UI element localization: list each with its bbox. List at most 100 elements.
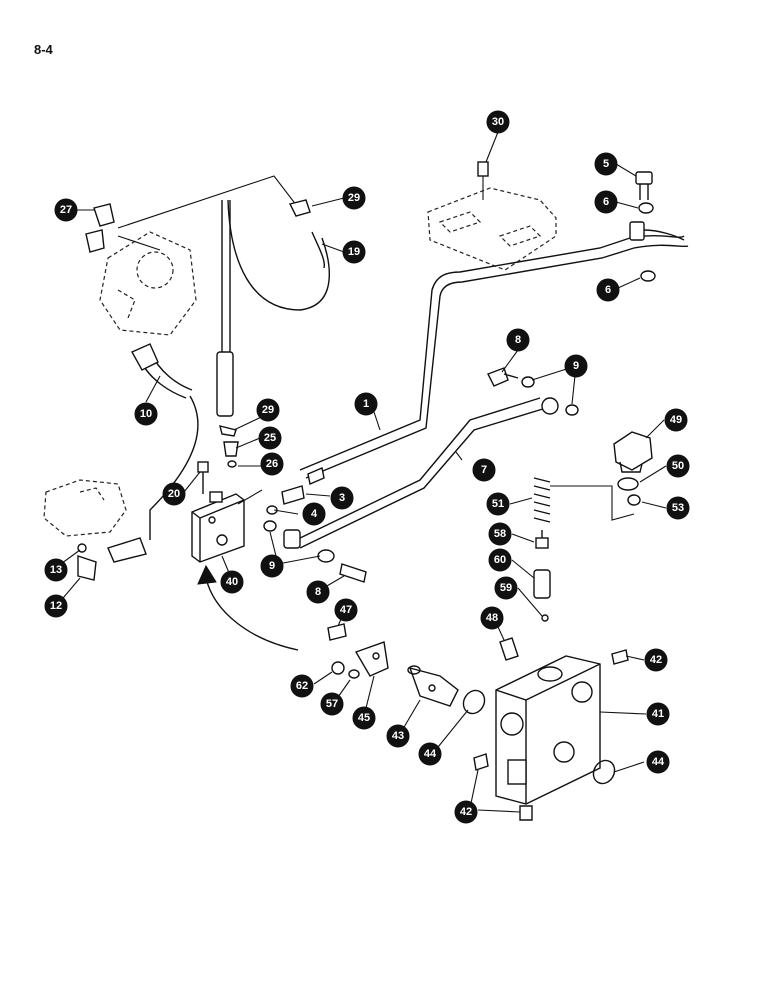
svg-text:53: 53 [672, 502, 684, 514]
callout-19: 19 [342, 240, 366, 264]
hose-19-29 [216, 199, 330, 417]
elbow-27 [85, 203, 115, 253]
svg-text:8: 8 [515, 334, 521, 346]
callout-6-top: 6 [594, 190, 618, 214]
svg-text:50: 50 [672, 460, 684, 472]
plate-45 [354, 641, 389, 677]
svg-text:44: 44 [424, 748, 437, 760]
svg-text:51: 51 [492, 498, 504, 510]
callout-20: 20 [162, 482, 186, 506]
plug-60 [533, 569, 551, 599]
fitting-3 [281, 485, 305, 505]
fitting-12-13 [77, 537, 147, 581]
callout-5: 5 [594, 152, 618, 176]
svg-text:57: 57 [326, 698, 338, 710]
pump-housing-bottom-dashed [43, 479, 127, 537]
callout-13: 13 [44, 558, 68, 582]
callout-43: 43 [386, 724, 410, 748]
callout-42-top: 42 [644, 648, 668, 672]
washer-9-upper [521, 376, 579, 416]
fitting-25-26-29 [219, 425, 239, 468]
callout-44-left: 44 [418, 742, 442, 766]
svg-text:59: 59 [500, 582, 512, 594]
svg-text:30: 30 [492, 116, 504, 128]
callout-25: 25 [258, 426, 282, 450]
svg-text:12: 12 [50, 600, 62, 612]
washer-9-lower [317, 549, 335, 563]
svg-text:19: 19 [348, 246, 360, 258]
plugs-42 [473, 649, 629, 821]
callout-29-mid: 29 [256, 398, 280, 422]
svg-text:7: 7 [481, 464, 487, 476]
svg-text:10: 10 [140, 408, 152, 420]
callout-47: 47 [334, 598, 358, 622]
cap-49 [613, 431, 653, 473]
callout-29-top: 29 [342, 186, 366, 210]
callout-4: 4 [302, 502, 326, 526]
svg-text:13: 13 [50, 564, 62, 576]
screw-58 [535, 530, 549, 549]
svg-text:42: 42 [460, 806, 472, 818]
housing-top-dashed [427, 187, 557, 271]
nut-62 [331, 661, 345, 675]
svg-text:6: 6 [603, 196, 609, 208]
oring-50 [617, 477, 639, 491]
svg-text:29: 29 [348, 192, 360, 204]
clamp-29-top [288, 199, 311, 217]
bolt-20 [197, 461, 209, 494]
svg-text:1: 1 [363, 398, 369, 410]
svg-text:25: 25 [264, 432, 276, 444]
pipe-1 [299, 221, 689, 479]
svg-text:29: 29 [262, 404, 274, 416]
plug-48 [499, 637, 519, 661]
callout-10: 10 [134, 402, 158, 426]
washer-6-right [640, 270, 656, 282]
svg-text:26: 26 [266, 458, 278, 470]
svg-text:47: 47 [340, 604, 352, 616]
callout-30: 30 [486, 110, 510, 134]
washer-9-left [263, 520, 277, 532]
ball-59 [541, 614, 549, 622]
pipe-7 [283, 397, 559, 549]
svg-text:41: 41 [652, 708, 664, 720]
svg-text:45: 45 [358, 712, 370, 724]
callout-7: 7 [472, 458, 496, 482]
pump-housing-top-dashed [99, 231, 197, 336]
callout-58: 58 [488, 522, 512, 546]
callout-50: 50 [666, 454, 690, 478]
callout-1: 1 [354, 392, 378, 416]
svg-text:4: 4 [311, 508, 318, 520]
callout-45: 45 [352, 706, 376, 730]
callout-57: 57 [320, 692, 344, 716]
solenoid-43 [407, 665, 459, 707]
svg-text:43: 43 [392, 730, 404, 742]
svg-text:6: 6 [605, 284, 611, 296]
svg-text:3: 3 [339, 492, 345, 504]
bolt-8-upper [487, 367, 519, 387]
svg-text:8: 8 [315, 586, 321, 598]
svg-text:62: 62 [296, 680, 308, 692]
spring-51 [533, 477, 635, 523]
svg-text:5: 5 [603, 158, 609, 170]
callout-48: 48 [480, 606, 504, 630]
bolt-5 [635, 171, 653, 200]
callout-9-lower: 9 [260, 554, 284, 578]
svg-text:9: 9 [573, 360, 579, 372]
plug-30 [477, 161, 489, 200]
callout-53: 53 [666, 496, 690, 520]
washer-53 [627, 494, 641, 506]
callout-9-upper: 9 [564, 354, 588, 378]
callout-42-bottom: 42 [454, 800, 478, 824]
bolt-8-lower [339, 563, 367, 583]
svg-text:44: 44 [652, 756, 665, 768]
callout-27: 27 [54, 198, 78, 222]
svg-text:48: 48 [486, 612, 498, 624]
callout-49: 49 [664, 408, 688, 432]
valve-block-40 [191, 491, 245, 563]
svg-text:20: 20 [168, 488, 180, 500]
callout-59: 59 [494, 576, 518, 600]
fitting-17 [307, 467, 325, 485]
line-to-fitting-27 [117, 175, 301, 251]
svg-text:42: 42 [650, 654, 662, 666]
